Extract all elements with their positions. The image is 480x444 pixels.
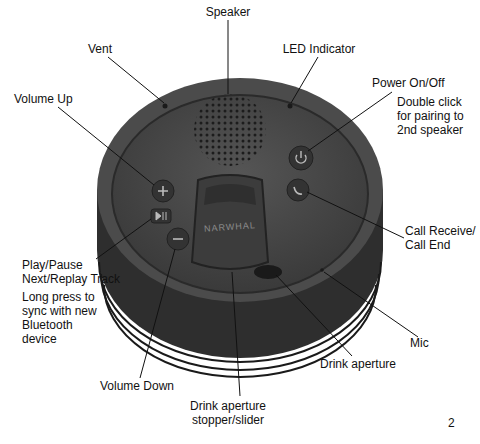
part-label: Call Receive/ Call End [405,224,480,252]
play-pause-symbol [156,212,166,220]
minus-symbol [173,238,183,240]
vent-hole [163,104,168,109]
note-text: Long press to sync with new Bluetooth de… [22,290,110,346]
call-button [287,179,309,201]
part-label: Vent [80,42,120,56]
part-label: Speaker [188,5,268,19]
power-symbol [296,151,306,163]
play-button [151,209,171,223]
leader-line [308,92,392,151]
leader-line [232,272,240,396]
leader-line [307,192,404,238]
slider-grip [204,184,256,205]
volume-up-button [152,180,174,202]
page-number: 2 [448,416,468,430]
led-dot [288,104,293,109]
mic-hole [320,268,324,272]
leader-line [96,219,151,259]
part-label: Volume Up [14,92,94,106]
phone-symbol [294,187,302,194]
part-label: LED Indicator [274,42,364,56]
leader-line [276,275,352,356]
part-label: Power On/Off [372,76,476,90]
leader-line [324,272,418,337]
leader-line [140,249,175,378]
drink-slider [192,175,268,269]
lid-rim [97,78,383,302]
part-label: Play/Pause Next/Replay Track [22,258,137,286]
leader-line [228,20,229,94]
speaker-grille [194,94,266,166]
leader-line [58,107,154,185]
lid-face [112,95,368,293]
part-label: Drink aperture stopper/slider [172,399,284,427]
part-label: Drink aperture [320,357,420,371]
leader-line [108,57,164,103]
leader-line [291,57,318,103]
part-label: Mic [410,336,450,350]
plus-symbol [158,186,168,196]
part-label: Volume Down [100,379,190,393]
volume-down-button [167,228,189,250]
note-text: Double click for pairing to 2nd speaker [397,95,479,137]
